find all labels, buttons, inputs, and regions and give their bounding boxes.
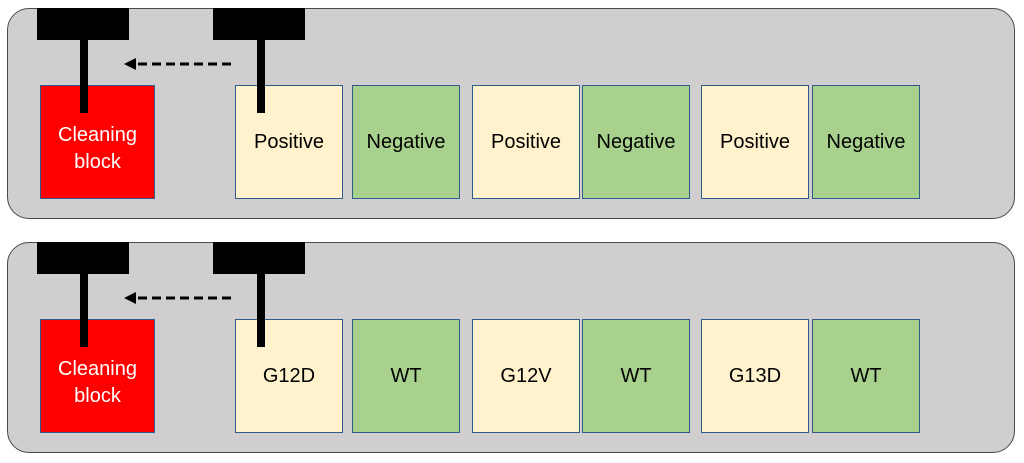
probe-holder-right xyxy=(213,242,305,274)
probe-holder-left xyxy=(37,242,129,274)
well-wild-type: WT xyxy=(812,319,920,433)
probe-rod-right xyxy=(257,37,265,113)
probe-holder-left xyxy=(37,8,129,40)
well-mutant-g12v: G12V xyxy=(472,319,580,433)
well-wild-type: WT xyxy=(582,319,690,433)
probe-holder-right xyxy=(213,8,305,40)
well-positive: Positive xyxy=(701,85,809,199)
dashed-arrow-left-icon xyxy=(124,58,232,70)
well-mutant-g13d: G13D xyxy=(701,319,809,433)
well-positive: Positive xyxy=(235,85,343,199)
cleaning-block: Cleaning block xyxy=(40,319,155,433)
well-mutant-g12d: G12D xyxy=(235,319,343,433)
probe-rod-left xyxy=(80,37,88,113)
probe-rod-left xyxy=(80,271,88,347)
well-positive: Positive xyxy=(472,85,580,199)
panel-samples: Cleaning block G12D WT G12V WT G13D WT xyxy=(7,242,1015,453)
well-negative: Negative xyxy=(352,85,460,199)
dashed-arrow-left-icon xyxy=(124,292,232,304)
well-negative: Negative xyxy=(582,85,690,199)
probe-rod-right xyxy=(257,271,265,347)
well-negative: Negative xyxy=(812,85,920,199)
well-wild-type: WT xyxy=(352,319,460,433)
cleaning-block: Cleaning block xyxy=(40,85,155,199)
panel-controls: Cleaning block Positive Negative Positiv… xyxy=(7,8,1015,219)
